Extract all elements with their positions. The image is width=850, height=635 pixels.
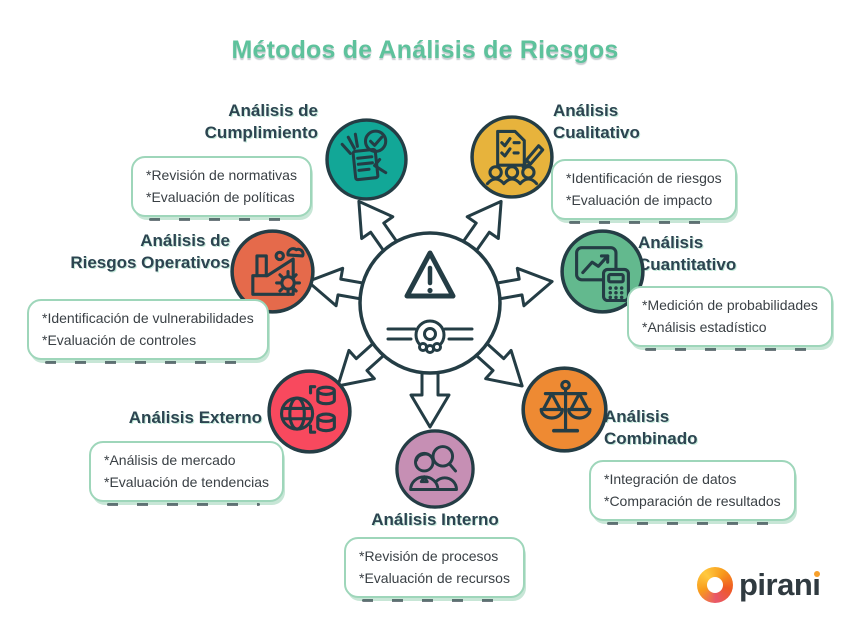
page-title: Métodos de Análisis de Riesgos	[231, 36, 619, 64]
pirani-logo-wordmark: piranı	[739, 567, 821, 602]
checklist-pencil-people-icon	[469, 114, 555, 200]
factory-gear-icon	[229, 228, 316, 315]
node-label-cuantitativo: Análisis Cuantitativo	[638, 233, 737, 275]
node-label-riesgos-operativos: Análisis de Riesgos Operativos	[70, 231, 230, 273]
node-label-interno: Análisis Interno	[371, 510, 499, 529]
pirani-i-dot-icon	[814, 571, 821, 577]
pirani-logo-o-icon	[697, 567, 733, 603]
node-label-externo: Análisis Externo	[128, 408, 262, 427]
node-label-cumplimiento: Análisis de Cumplimiento	[204, 101, 318, 143]
node-label-combinado: Análisis Combinado	[604, 407, 698, 449]
note-combinado: *Integración de datos *Comparación de re…	[589, 460, 796, 526]
note-cualitativo: *Identificación de riesgos *Evaluación d…	[551, 159, 737, 225]
chart-calculator-icon	[559, 228, 646, 315]
compliance-document-check-icon	[324, 117, 409, 202]
people-magnifier-icon	[394, 428, 476, 510]
note-riesgos-operativos: *Identificación de vulnerabilidades *Eva…	[27, 299, 269, 365]
note-cuantitativo: *Medición de probabilidades *Análisis es…	[627, 286, 833, 352]
risk-hub-arrows-icon	[303, 189, 557, 429]
balance-scale-icon	[520, 365, 609, 454]
pirani-logo: piranı	[697, 567, 821, 603]
node-label-cualitativo: Análisis Cualitativo	[553, 101, 640, 143]
globe-database-icon	[266, 368, 353, 455]
note-cumplimiento: *Revisión de normativas *Evaluación de p…	[131, 156, 312, 222]
note-interno: *Revisión de procesos *Evaluación de rec…	[344, 537, 525, 603]
note-externo: *Análisis de mercado *Evaluación de tend…	[89, 441, 285, 507]
